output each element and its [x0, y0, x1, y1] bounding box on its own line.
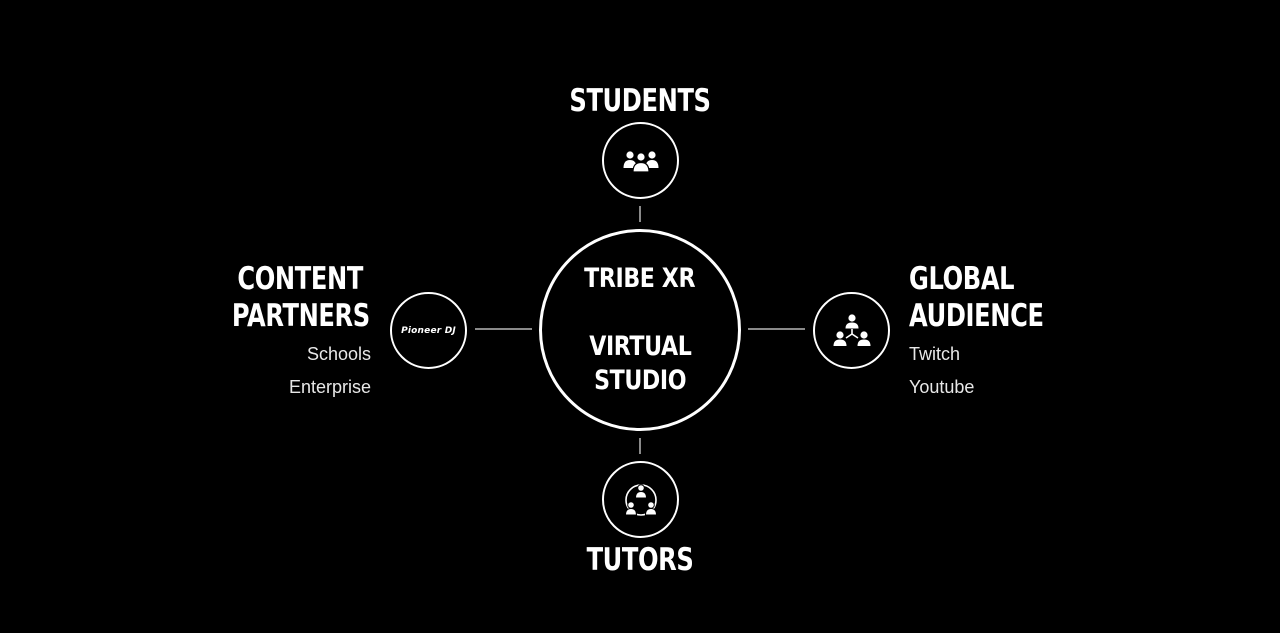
global-audience-node — [813, 292, 890, 369]
global-audience-heading-line1: GLOBAL — [909, 261, 1015, 297]
content-partners-heading-line2: PARTNERS — [232, 298, 370, 334]
content-partners-item-enterprise: Enterprise — [288, 377, 371, 397]
hub-title-line1: TRIBE XR — [584, 263, 696, 294]
connector-bottom — [639, 438, 641, 454]
content-partners-item-schools: Schools — [306, 344, 371, 364]
group-icon — [623, 150, 658, 173]
hub-title-line3: STUDIO — [593, 365, 686, 396]
students-node — [602, 122, 679, 199]
students-heading: STUDENTS — [569, 83, 711, 119]
global-audience-heading-line2: AUDIENCE — [909, 298, 1044, 334]
pioneer-dj-logo: Pioneer DJ — [401, 325, 456, 336]
content-partners-heading-line1: CONTENT — [237, 261, 363, 297]
connector-top — [639, 206, 641, 222]
content-partners-node: Pioneer DJ — [390, 292, 467, 369]
tutors-node — [602, 461, 679, 538]
hub-circle: TRIBE XR VIRTUAL STUDIO — [539, 229, 741, 431]
network-people-icon — [624, 483, 657, 516]
hub-title-line2: VIRTUAL — [588, 331, 692, 362]
connector-left — [475, 328, 532, 330]
connector-right — [748, 328, 805, 330]
global-audience-item-youtube: Youtube — [909, 377, 975, 397]
tutors-heading: TUTORS — [586, 542, 694, 578]
audience-network-icon — [833, 313, 870, 346]
global-audience-item-twitch: Twitch — [909, 344, 961, 364]
